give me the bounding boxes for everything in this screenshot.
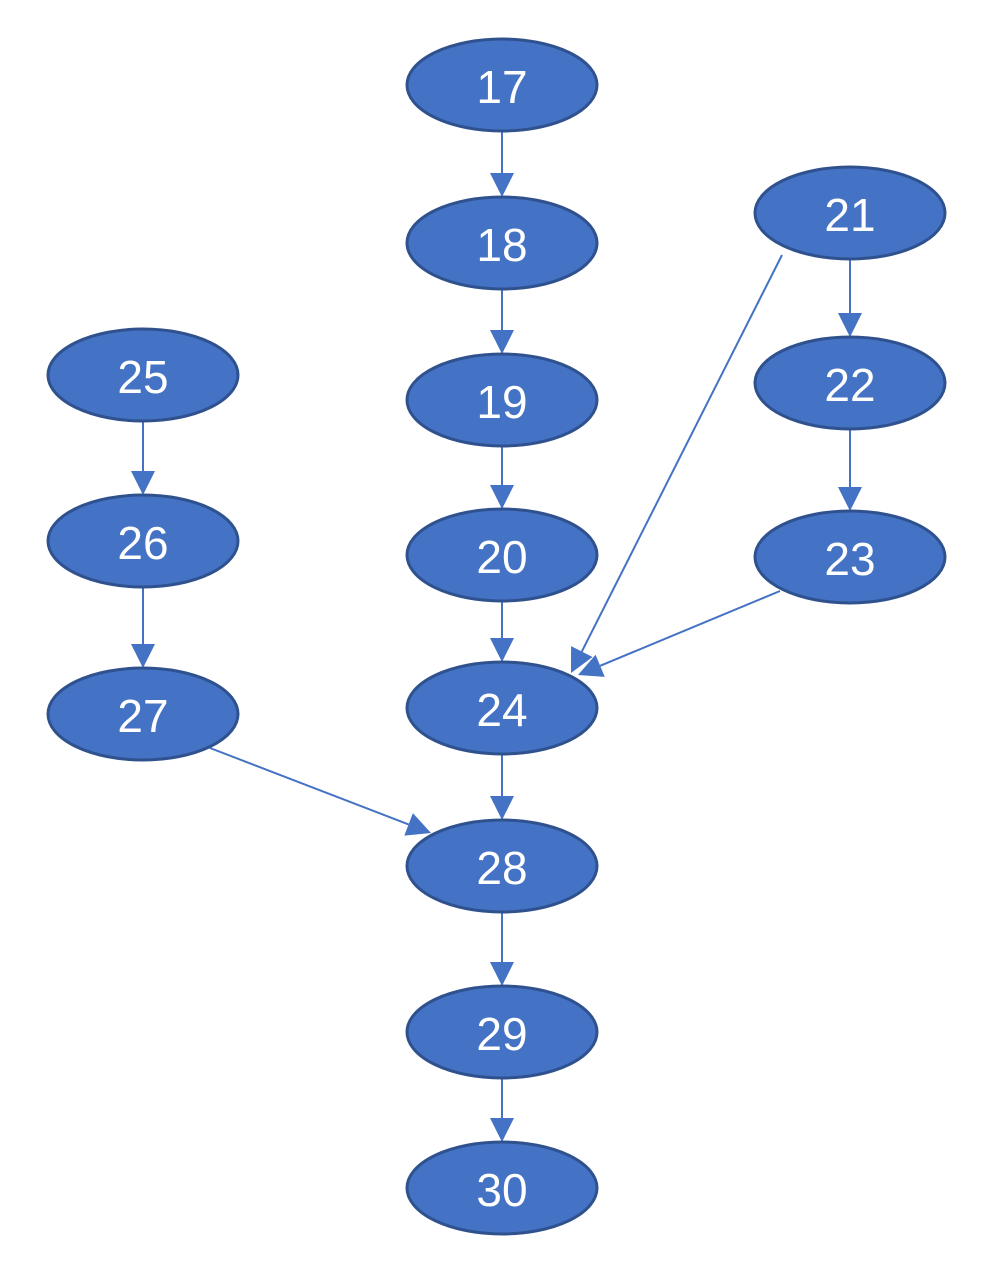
edge-21-to-22 xyxy=(838,259,862,337)
node-label: 24 xyxy=(476,684,527,736)
node-ellipse xyxy=(753,165,947,261)
node-29: 29 xyxy=(405,984,599,1080)
arrowhead xyxy=(838,313,862,337)
arrowhead xyxy=(838,487,862,511)
node-label: 21 xyxy=(824,189,875,241)
node-label: 17 xyxy=(476,61,527,113)
node-19: 19 xyxy=(405,352,599,448)
edge-26-to-27 xyxy=(131,587,155,668)
node-ellipse xyxy=(753,335,947,431)
arrowhead xyxy=(131,644,155,668)
edge-17-to-18 xyxy=(490,131,514,197)
edge-line xyxy=(580,254,783,653)
node-ellipse xyxy=(405,1140,599,1236)
node-ellipse xyxy=(405,507,599,603)
node-ellipse xyxy=(46,327,240,423)
node-label: 19 xyxy=(476,376,527,428)
node-ellipse xyxy=(46,666,240,762)
node-24: 24 xyxy=(405,660,599,756)
node-label: 22 xyxy=(824,359,875,411)
node-ellipse xyxy=(46,493,240,589)
edge-22-to-23 xyxy=(838,429,862,511)
edge-23-to-24 xyxy=(578,590,781,677)
arrowhead xyxy=(571,646,593,673)
arrowhead xyxy=(490,962,514,986)
arrowhead xyxy=(578,654,605,677)
node-label: 29 xyxy=(476,1008,527,1060)
node-27: 27 xyxy=(46,666,240,762)
edge-line xyxy=(209,747,409,826)
node-label: 30 xyxy=(476,1164,527,1216)
edge-19-to-20 xyxy=(490,446,514,509)
arrowhead xyxy=(490,173,514,197)
node-ellipse xyxy=(405,984,599,1080)
arrowhead xyxy=(490,796,514,820)
node-30: 30 xyxy=(405,1140,599,1236)
node-label: 25 xyxy=(117,351,168,403)
node-ellipse xyxy=(405,818,599,914)
edge-24-to-28 xyxy=(490,754,514,820)
node-23: 23 xyxy=(753,509,947,605)
node-22: 22 xyxy=(753,335,947,431)
edge-27-to-28 xyxy=(209,747,431,836)
edge-28-to-29 xyxy=(490,912,514,986)
edge-25-to-26 xyxy=(131,421,155,495)
node-label: 23 xyxy=(824,533,875,585)
node-label: 27 xyxy=(117,690,168,742)
node-26: 26 xyxy=(46,493,240,589)
node-label: 26 xyxy=(117,517,168,569)
node-label: 20 xyxy=(476,531,527,583)
node-28: 28 xyxy=(405,818,599,914)
arrowhead xyxy=(490,485,514,509)
node-ellipse xyxy=(405,195,599,291)
node-25: 25 xyxy=(46,327,240,423)
node-ellipse xyxy=(405,37,599,133)
nodes-layer: 17 18 19 20 21 22 23 24 25 26 27 28 29 30 xyxy=(46,37,947,1236)
arrowhead xyxy=(131,471,155,495)
arrowhead xyxy=(490,638,514,662)
edge-21-to-24 xyxy=(571,254,783,673)
arrowhead xyxy=(490,1118,514,1142)
node-20: 20 xyxy=(405,507,599,603)
edge-line xyxy=(599,590,781,667)
node-18: 18 xyxy=(405,195,599,291)
node-ellipse xyxy=(753,509,947,605)
node-label: 18 xyxy=(476,219,527,271)
node-ellipse xyxy=(405,660,599,756)
edges-layer xyxy=(131,131,862,1142)
node-label: 28 xyxy=(476,842,527,894)
node-17: 17 xyxy=(405,37,599,133)
edge-29-to-30 xyxy=(490,1078,514,1142)
node-ellipse xyxy=(405,352,599,448)
node-21: 21 xyxy=(753,165,947,261)
edge-20-to-24 xyxy=(490,601,514,662)
arrowhead xyxy=(404,813,431,836)
arrowhead xyxy=(490,330,514,354)
edge-18-to-19 xyxy=(490,289,514,354)
